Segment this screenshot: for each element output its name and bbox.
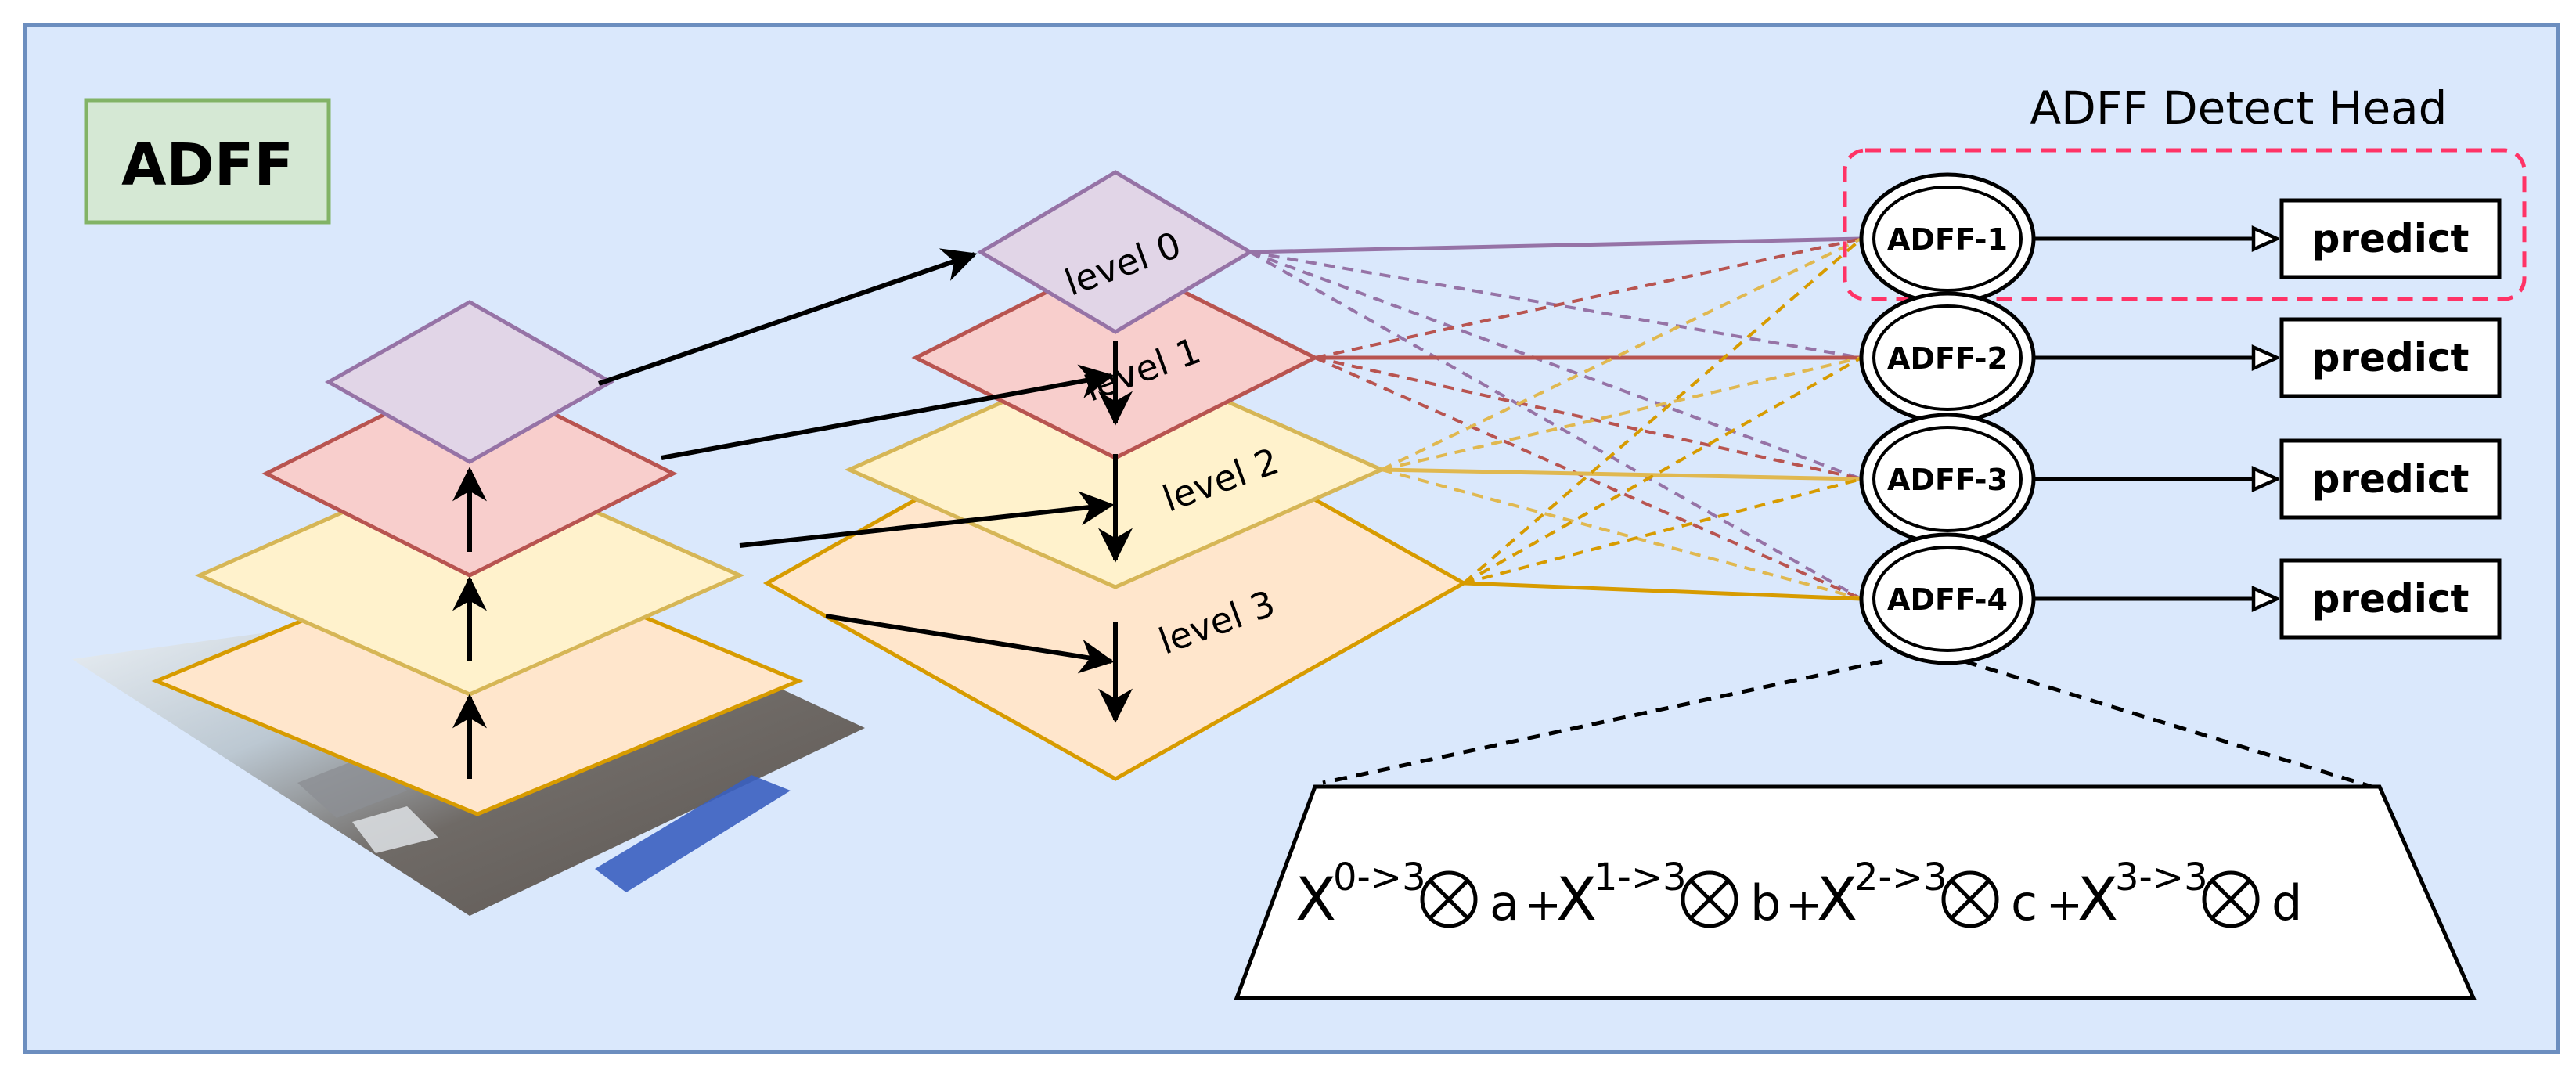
adff-module-2: ADFF-2 bbox=[1859, 291, 2036, 424]
fusion-line-3-0 bbox=[1462, 237, 1863, 585]
fusion-connections bbox=[1249, 236, 1863, 601]
formula-term-base: X bbox=[2077, 864, 2118, 934]
fusion-line-1-3 bbox=[1314, 356, 1862, 600]
circled-times-icon bbox=[2202, 870, 2260, 928]
predict-box-4: predict bbox=[2279, 558, 2502, 640]
fusion-line-3-2 bbox=[1463, 477, 1862, 585]
formula-term-weight: d bbox=[2272, 874, 2302, 931]
adff-module-4: ADFF-4 bbox=[1859, 532, 2036, 665]
formula-term-weight: a bbox=[1490, 874, 1519, 931]
formula-term-superscript: 2->3 bbox=[1854, 856, 1947, 899]
predict-label: predict bbox=[2312, 216, 2470, 261]
adff-module-3: ADFF-3 bbox=[1859, 413, 2036, 546]
formula-term-weight: c bbox=[2011, 874, 2037, 931]
formula-term-superscript: 3->3 bbox=[2115, 856, 2208, 899]
adff-module-label: ADFF-3 bbox=[1887, 463, 2008, 497]
predict-box-2: predict bbox=[2279, 317, 2502, 398]
formula-term-base: X bbox=[1295, 864, 1336, 934]
adff-module-label: ADFF-4 bbox=[1887, 582, 2008, 617]
input-pyramid bbox=[151, 300, 804, 816]
detect-head-title: ADFF Detect Head bbox=[2030, 81, 2448, 135]
predict-label: predict bbox=[2312, 576, 2470, 622]
circled-times-icon bbox=[1941, 870, 1999, 928]
fusion-line-0-2 bbox=[1249, 250, 1862, 481]
lateral-arrow-3 bbox=[825, 614, 1115, 674]
formula-plus: + bbox=[2046, 880, 2083, 931]
formula-term-superscript: 0->3 bbox=[1333, 856, 1426, 899]
fusion-line-3-1 bbox=[1463, 356, 1862, 585]
predict-label: predict bbox=[2312, 456, 2470, 502]
predict-label: predict bbox=[2312, 335, 2470, 380]
detect-head-highlight bbox=[1843, 148, 2527, 301]
fusion-line-2-2 bbox=[1381, 467, 1862, 481]
predict-box-3: predict bbox=[2279, 438, 2502, 520]
formula-term-base: X bbox=[1817, 864, 1857, 934]
fusion-line-2-0 bbox=[1381, 237, 1862, 471]
lateral-arrow-0 bbox=[598, 248, 978, 386]
adff-module-label: ADFF-2 bbox=[1887, 341, 2008, 376]
title-badge-label: ADFF bbox=[121, 132, 294, 199]
fusion-line-0-0 bbox=[1249, 236, 1862, 254]
fusion-line-2-3 bbox=[1381, 468, 1862, 600]
lateral-arrow-1 bbox=[661, 364, 1115, 460]
lateral-arrow-2 bbox=[739, 491, 1115, 548]
fusion-line-0-3 bbox=[1249, 250, 1862, 600]
title-badge: ADFF bbox=[84, 98, 331, 225]
adff-module-label: ADFF-1 bbox=[1887, 222, 2008, 257]
predict-box-1: predict bbox=[2279, 198, 2502, 279]
adff-module-1: ADFF-1 bbox=[1859, 172, 2036, 305]
circled-times-icon bbox=[1681, 870, 1738, 928]
circled-times-icon bbox=[1420, 870, 1478, 928]
formula-plus: + bbox=[1785, 880, 1822, 931]
zoom-lines bbox=[1322, 659, 2380, 791]
formula-term-weight: b bbox=[1750, 874, 1781, 931]
formula-term-superscript: 1->3 bbox=[1594, 856, 1687, 899]
formula-box bbox=[1234, 784, 2477, 1000]
formula-plus: + bbox=[1525, 880, 1562, 931]
lateral-arrows bbox=[598, 248, 1115, 674]
fusion-line-2-1 bbox=[1381, 356, 1862, 471]
formula-term-base: X bbox=[1556, 864, 1597, 934]
fusion-line-3-3 bbox=[1463, 581, 1862, 601]
